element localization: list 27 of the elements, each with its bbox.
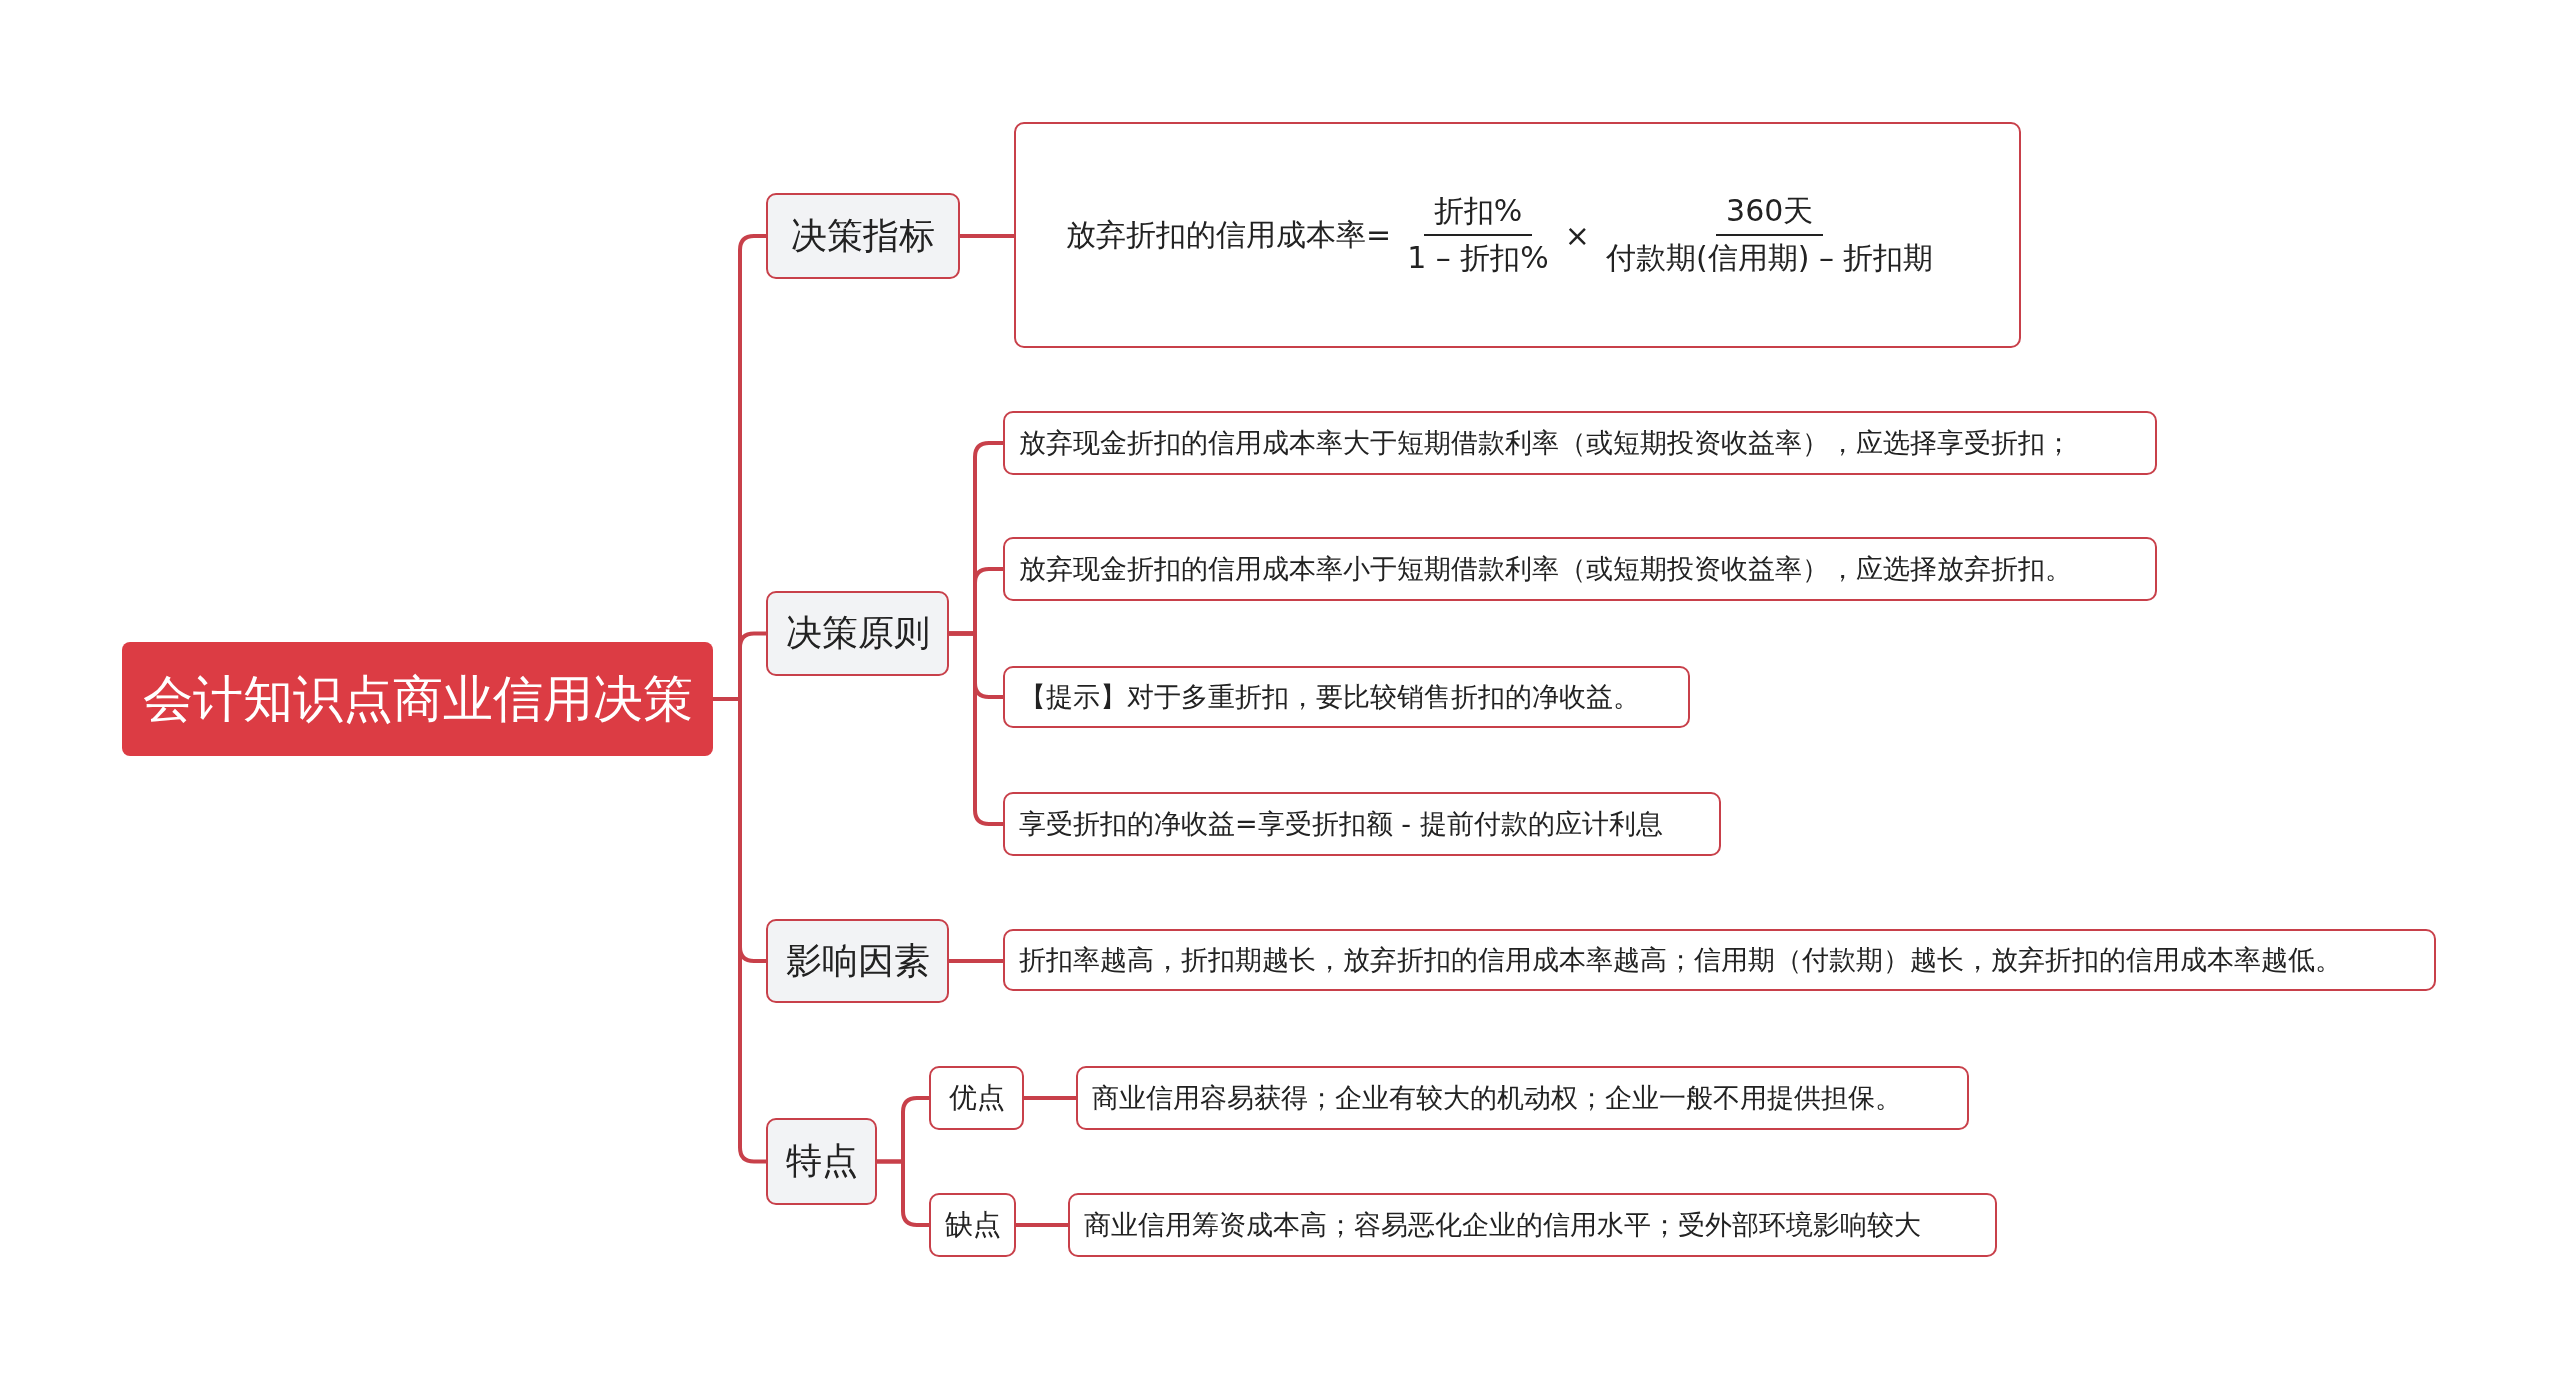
text-box: 享受折扣的净收益=享受折扣额 - 提前付款的应计利息 (1003, 792, 1721, 856)
connector-line (1016, 1223, 1068, 1227)
connector-line (949, 631, 1003, 826)
sub-branch-box: 优点 (929, 1066, 1024, 1130)
numerator: 360天 (1716, 191, 1824, 236)
connector-line (877, 1159, 929, 1227)
connector-line (960, 234, 1014, 238)
denominator: 1 – 折扣% (1406, 239, 1550, 277)
formula-text: 放弃折扣的信用成本率= (1066, 215, 1392, 254)
connector-line (713, 697, 766, 1164)
text-box: 【提示】对于多重折扣，要比较销售折扣的净收益。 (1003, 666, 1690, 728)
text-box: 商业信用筹资成本高；容易恶化企业的信用水平；受外部环境影响较大 (1068, 1193, 1997, 1257)
text-box: 放弃现金折扣的信用成本率大于短期借款利率（或短期投资收益率），应选择享受折扣； (1003, 411, 2157, 475)
branch-box: 特点 (766, 1118, 877, 1205)
topic-box: 会计知识点商业信用决策 (122, 642, 713, 756)
connector-line (1024, 1096, 1076, 1100)
text-box: 商业信用容易获得；企业有较大的机动权；企业一般不用提供担保。 (1076, 1066, 1969, 1130)
sub-branch-box: 缺点 (929, 1193, 1016, 1257)
branch-box: 影响因素 (766, 919, 949, 1003)
text-box: 放弃现金折扣的信用成本率小于短期借款利率（或短期投资收益率），应选择放弃折扣。 (1003, 537, 2157, 601)
denominator: 付款期(信用期) – 折扣期 (1604, 239, 1935, 277)
connector-line (949, 959, 1003, 963)
numerator: 折扣% (1423, 191, 1533, 236)
branch-box: 决策指标 (766, 193, 960, 279)
multiply-sign: × (1564, 217, 1590, 253)
text-box: 折扣率越高，折扣期越长，放弃折扣的信用成本率越高；信用期（付款期）越长，放弃折扣的信用成本率越低。 (1003, 929, 2436, 991)
branch-box: 决策原则 (766, 591, 949, 676)
